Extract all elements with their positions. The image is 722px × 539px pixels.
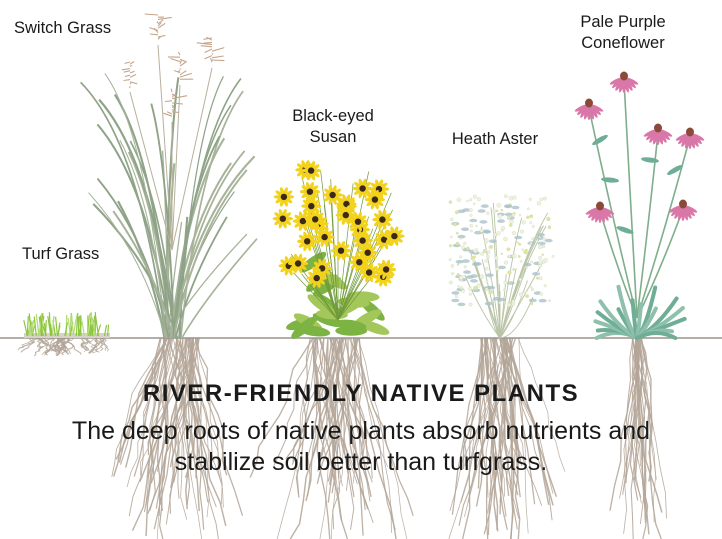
label-black-eyed-susan: Black-eyed Susan bbox=[268, 106, 398, 148]
black-eyed-susan-illustration bbox=[273, 160, 405, 342]
label-black-eyed-susan-line-2: Susan bbox=[268, 127, 398, 148]
pale-purple-coneflower-illustration bbox=[574, 72, 705, 339]
label-coneflower-line-2: Coneflower bbox=[548, 33, 698, 54]
label-coneflower-line-1: Pale Purple bbox=[548, 12, 698, 33]
label-heath-aster: Heath Aster bbox=[430, 129, 560, 150]
label-pale-purple-coneflower: Pale Purple Coneflower bbox=[548, 12, 698, 54]
turf-grass-illustration bbox=[24, 312, 110, 338]
label-switch-grass: Switch Grass bbox=[14, 18, 111, 39]
label-turf-grass: Turf Grass bbox=[22, 244, 99, 265]
label-black-eyed-susan-line-1: Black-eyed bbox=[268, 106, 398, 127]
switch-grass-illustration bbox=[81, 14, 257, 338]
heath-aster-illustration bbox=[449, 194, 554, 338]
diagram-title: RIVER-FRIENDLY NATIVE PLANTS bbox=[0, 380, 722, 408]
diagram-subtitle: The deep roots of native plants absorb n… bbox=[40, 416, 682, 478]
